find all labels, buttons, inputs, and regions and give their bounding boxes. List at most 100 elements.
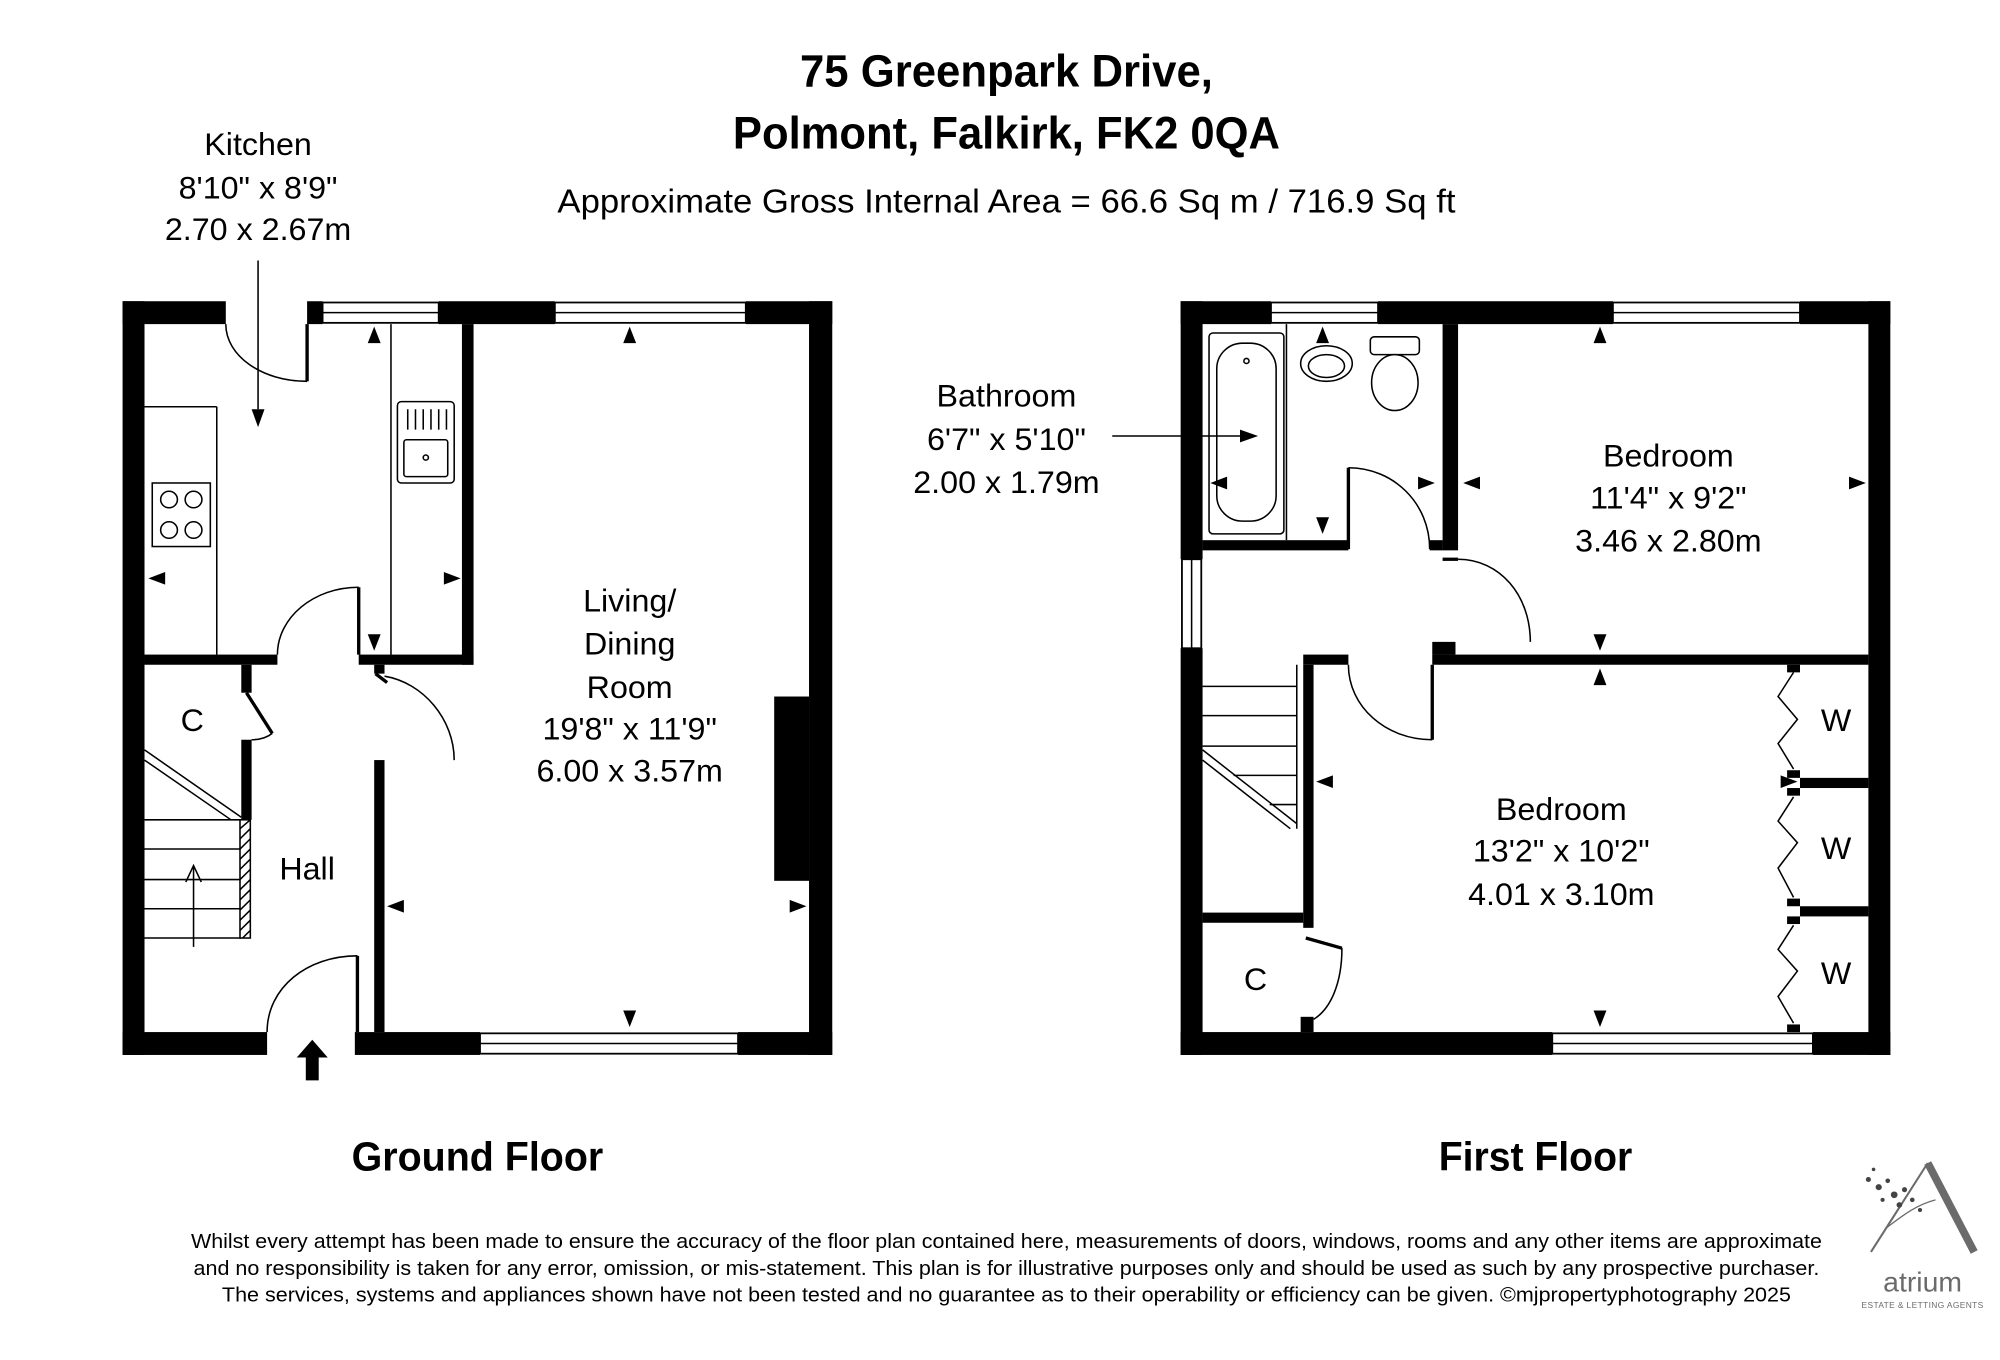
window [1612,301,1801,324]
window [1551,1032,1814,1055]
wardrobe-stop [1787,1024,1800,1033]
bedroom-1-metric: 3.46 x 2.80m [1575,523,1761,559]
toilet-icon [1369,336,1421,412]
ground-floor-title: Ground Floor [352,1134,604,1180]
first-cupboard-door [1305,936,1343,1021]
window [1270,301,1379,324]
ground-cupboard-label: C [181,702,204,738]
bedroom-2-metric: 4.01 x 3.10m [1468,876,1654,912]
dimension-markers [1210,326,1866,1027]
bathroom-door [1346,466,1431,550]
staircase [1202,664,1298,830]
kitchen-imperial: 8'10" x 8'9" [179,169,338,205]
wall [122,301,226,325]
wall [438,301,555,325]
wardrobe-label: W [1821,702,1852,738]
living-name-line-3: Room [587,669,673,705]
logo-name: atrium [1883,1266,1962,1298]
kitchen-back-door [225,324,309,383]
wardrobe-stop [1787,770,1800,778]
window [553,301,747,324]
logo-a-tree-icon [1865,1161,1978,1254]
wall [1180,648,1203,1055]
window [321,301,440,324]
window [479,1032,739,1055]
wall [374,760,385,1033]
atrium-logo: atrium ESTATE & LETTING AGENTS [1862,1161,1984,1310]
wall [1180,301,1203,560]
wall [809,301,833,1055]
sink-icon [396,400,455,484]
wardrobe-stop [1787,898,1800,907]
wall [1303,654,1349,665]
dimension-markers [148,326,807,1027]
kitchen-metric: 2.70 x 2.67m [165,211,351,247]
hob-icon [151,482,212,548]
kitchen-worktop-left [144,405,218,655]
living-room-door [374,672,455,761]
first-floor-title: First Floor [1439,1134,1633,1180]
kitchen-name: Kitchen [204,126,312,162]
wall [374,664,385,674]
wall [307,301,323,325]
wall [241,664,252,693]
bathroom-metric: 2.00 x 1.79m [913,464,1099,500]
basin-icon [1299,344,1354,383]
bedroom-1-imperial: 11'4" x 9'2" [1590,480,1746,516]
bedroom-2-name: Bedroom [1496,791,1627,827]
header: 75 Greenpark Drive, Polmont, Falkirk, FK… [557,45,1455,220]
wall [1303,664,1314,928]
logo-tagline: ESTATE & LETTING AGENTS [1862,1300,1984,1310]
wall [1378,301,1613,325]
bedroom-1-door [1432,557,1532,655]
wall [1800,906,1869,917]
staircase [144,749,252,939]
wall [461,324,474,665]
window [1181,558,1203,650]
entrance-arrow-icon [296,1039,328,1081]
fireplace [774,696,810,881]
hall-label: Hall [279,851,335,887]
first-cupboard-label: C [1244,961,1267,997]
bedroom-2-door [1347,664,1434,741]
wall [1442,324,1459,551]
wardrobe-label: W [1821,830,1852,866]
wall [1868,301,1891,1055]
wall [241,739,252,820]
living-name-line-1: Living/ [583,583,676,619]
wardrobe-doors [1777,671,1799,1024]
wall [1202,540,1349,551]
kitchen-pointer-arrow-icon [251,260,265,428]
disclaimer: Whilst every attempt has been made to en… [191,1230,1822,1306]
cupboard-door [245,691,274,741]
wall [358,654,474,665]
ground-floor-plan: Kitchen 8'10" x 8'9" 2.70 x 2.67m Living… [122,126,833,1081]
wall [144,654,278,665]
gross-internal-area: Approximate Gross Internal Area = 66.6 S… [557,183,1455,220]
title-line-1: 75 Greenpark Drive, [800,45,1213,97]
wall [1180,301,1271,325]
bathroom-imperial: 6'7" x 5'10" [927,421,1086,457]
wall [1300,1016,1314,1033]
wall [1800,777,1869,789]
front-door [266,955,360,1033]
living-imperial: 19'8" x 11'9" [542,711,716,747]
wall [1180,1032,1553,1055]
bath-icon [1208,324,1288,541]
wall [122,1032,268,1055]
wall [738,1032,833,1055]
disclaimer-line-1: Whilst every attempt has been made to en… [191,1230,1822,1253]
wardrobe-stop [1787,788,1800,796]
wall [1800,301,1891,325]
wardrobe-label: W [1821,955,1852,991]
living-metric: 6.00 x 3.57m [536,753,722,789]
wardrobe-stop [1787,664,1800,673]
wall [354,1032,480,1055]
kitchen-door [276,586,361,655]
disclaimer-line-3: The services, systems and appliances sho… [222,1284,1791,1307]
bedroom-1-name: Bedroom [1603,438,1734,474]
wall [1812,1032,1891,1055]
wall [122,301,145,1055]
wall [1432,654,1869,665]
